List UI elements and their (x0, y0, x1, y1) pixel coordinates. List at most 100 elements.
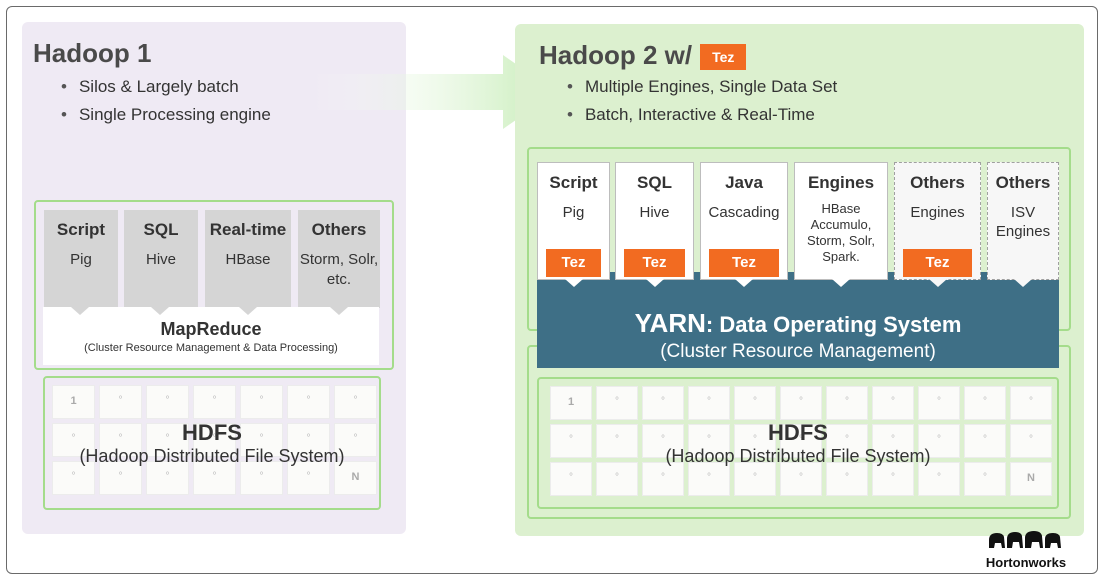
hdfs-block-cell: ° (780, 424, 822, 458)
card-notch (929, 279, 947, 287)
hdfs-block-cell: ° (596, 386, 638, 420)
hdfs-block-cell: ° (780, 386, 822, 420)
card-head: Script (549, 173, 598, 192)
hdfs-title: HDFS (768, 420, 828, 445)
hortonworks-logo: Hortonworks (976, 528, 1076, 570)
h1-hdfs-box (43, 376, 381, 510)
hdfs-block-cell: ° (193, 385, 236, 419)
h2-card-others-isv: Others ISV Engines (987, 162, 1059, 280)
hadoop2-bullets: Multiple Engines, Single Data Set Batch,… (567, 73, 837, 129)
h2-card-others-engines: Others Engines Tez (894, 162, 981, 280)
hdfs-block-cell: ° (334, 385, 377, 419)
hdfs-block-cell: ° (688, 424, 730, 458)
hdfs-block-cell: ° (193, 423, 236, 457)
hadoop2-title-text: Hadoop 2 w/ (539, 40, 693, 70)
hdfs-block-cell: ° (596, 462, 638, 496)
hdfs-block-cell: 1 (550, 386, 592, 420)
tez-label: Tez (709, 249, 779, 277)
card-body: Pig (70, 251, 92, 268)
card-notch (1014, 279, 1032, 287)
hadoop1-processing-box (34, 200, 394, 370)
logo-text: Hortonworks (985, 555, 1067, 570)
card-notch (735, 279, 753, 287)
card-body: Storm, Solr, etc. (299, 251, 379, 288)
hdfs-block-cell: N (1010, 462, 1052, 496)
card-notch (151, 307, 169, 315)
card-head: Real-time (209, 220, 287, 239)
h2-hdfs-box (537, 377, 1059, 509)
card-notch (832, 279, 850, 287)
h1-card-script: Script Pig (44, 210, 118, 308)
hdfs-block-cell: ° (1010, 424, 1052, 458)
hdfs-block-cell: ° (287, 423, 330, 457)
card-body: Hive (145, 251, 176, 268)
card-body: HBase (225, 251, 271, 268)
card-body: Hive (639, 204, 670, 221)
mapreduce-layer: MapReduce (Cluster Resource Management &… (43, 307, 379, 365)
hdfs-block-cell: ° (193, 461, 236, 495)
hdfs-block-cell: ° (688, 386, 730, 420)
tez-label: Tez (903, 249, 972, 277)
card-body: ISV Engines (995, 204, 1051, 240)
hdfs-block-cell: ° (287, 461, 330, 495)
hdfs-block-cell: ° (872, 424, 914, 458)
hdfs-block-cell: ° (964, 386, 1006, 420)
hdfs-block-cell: ° (734, 462, 776, 496)
hdfs-block-cell: ° (550, 462, 592, 496)
hdfs-block-cell: ° (52, 461, 95, 495)
h2-card-script: Script Pig Tez (537, 162, 610, 280)
card-notch (646, 279, 664, 287)
hdfs-block-cell: ° (642, 386, 684, 420)
card-head: Script (56, 220, 106, 239)
mapreduce-title: MapReduce (160, 319, 262, 339)
yarn-subtitle: (Cluster Resource Management) (660, 341, 936, 362)
card-body: Cascading (708, 204, 780, 221)
hdfs-block-cell: ° (1010, 386, 1052, 420)
bullet-item: Silos & Largely batch (61, 73, 271, 101)
hdfs-block-cell: ° (918, 386, 960, 420)
h2-card-java: Java Cascading Tez (700, 162, 788, 280)
hdfs-block-cell: ° (99, 423, 142, 457)
hdfs-block-cell: ° (872, 386, 914, 420)
hdfs-block-cell: ° (240, 423, 283, 457)
card-head: Engines (807, 173, 875, 192)
elephant-herd-icon (989, 531, 1061, 548)
h1-card-others: Others Storm, Solr, etc. (298, 210, 380, 308)
hdfs-subtitle: (Hadoop Distributed File System) (665, 446, 931, 466)
h1-hdfs-grid: 1°°°°°°°°°°°°°°°°°°°N (52, 385, 377, 495)
hdfs-block-cell: ° (642, 462, 684, 496)
hdfs-block-cell: ° (964, 462, 1006, 496)
hdfs-block-cell: 1 (52, 385, 95, 419)
hdfs-block-cell: N (334, 461, 377, 495)
h1-hdfs-label: HDFS (Hadoop Distributed File System) (43, 420, 381, 467)
hdfs-block-cell: ° (146, 423, 189, 457)
hdfs-block-cell: ° (99, 385, 142, 419)
hdfs-block-cell: ° (334, 423, 377, 457)
card-head: Others (311, 220, 367, 239)
hdfs-block-cell: ° (240, 385, 283, 419)
hadoop1-title: Hadoop 1 (33, 38, 152, 68)
hdfs-block-cell: ° (146, 385, 189, 419)
card-notch (330, 307, 348, 315)
yarn-layer: YARN: Data Operating System (Cluster Res… (537, 272, 1059, 368)
hdfs-block-cell: ° (287, 385, 330, 419)
card-body: Pig (562, 204, 585, 221)
tez-badge: Tez (700, 44, 747, 71)
card-notch (71, 307, 89, 315)
hdfs-block-cell: ° (964, 424, 1006, 458)
bullet-item: Multiple Engines, Single Data Set (567, 73, 837, 101)
hdfs-block-cell: ° (780, 462, 822, 496)
hdfs-block-cell: ° (826, 386, 868, 420)
yarn-prefix: YARN (634, 308, 706, 338)
h2-card-sql: SQL Hive Tez (615, 162, 694, 280)
h2-hdfs-label: HDFS (Hadoop Distributed File System) (537, 420, 1059, 467)
h1-card-sql: SQL Hive (124, 210, 198, 308)
hdfs-block-cell: ° (688, 462, 730, 496)
hadoop1-bullets: Silos & Largely batch Single Processing … (61, 73, 271, 129)
hdfs-block-cell: ° (872, 462, 914, 496)
card-head: SQL (143, 220, 179, 239)
mapreduce-subtitle: (Cluster Resource Management & Data Proc… (84, 342, 338, 354)
hdfs-block-cell: ° (52, 423, 95, 457)
card-body: Engines (910, 204, 965, 221)
